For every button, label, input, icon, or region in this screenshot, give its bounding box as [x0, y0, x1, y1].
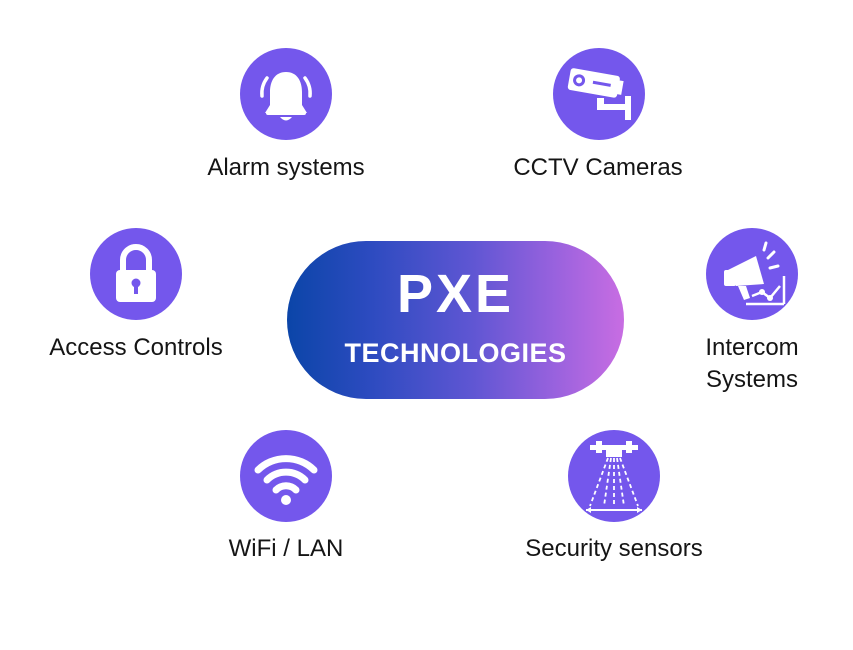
- wifi-lan-label: WiFi / LAN: [228, 535, 344, 562]
- intercom-label-line1: Intercom: [705, 334, 799, 361]
- wifi-icon: [254, 455, 318, 505]
- alarm-circle: [240, 48, 332, 140]
- cctv-circle: [553, 48, 645, 140]
- security-sensors-label: Security sensors: [525, 535, 703, 562]
- wifi-circle: [240, 430, 332, 522]
- center-subtitle: TECHNOLOGIES: [344, 338, 567, 368]
- cctv-camera-icon: [567, 68, 631, 120]
- sensor-circle: [568, 430, 660, 522]
- alarm-systems-label: Alarm systems: [207, 154, 365, 181]
- access-controls-label: Access Controls: [49, 334, 223, 361]
- center-title: PXE: [396, 264, 515, 324]
- bell-icon: [260, 72, 312, 121]
- pxe-technologies-badge: PXE TECHNOLOGIES: [287, 241, 624, 399]
- intercom-circle: [706, 228, 798, 320]
- motion-sensor-icon: [586, 441, 642, 513]
- access-circle: [90, 228, 182, 320]
- intercom-label-line2: Systems: [705, 366, 798, 393]
- megaphone-icon: [724, 241, 786, 306]
- cctv-cameras-label: CCTV Cameras: [513, 154, 683, 181]
- padlock-icon: [116, 244, 156, 302]
